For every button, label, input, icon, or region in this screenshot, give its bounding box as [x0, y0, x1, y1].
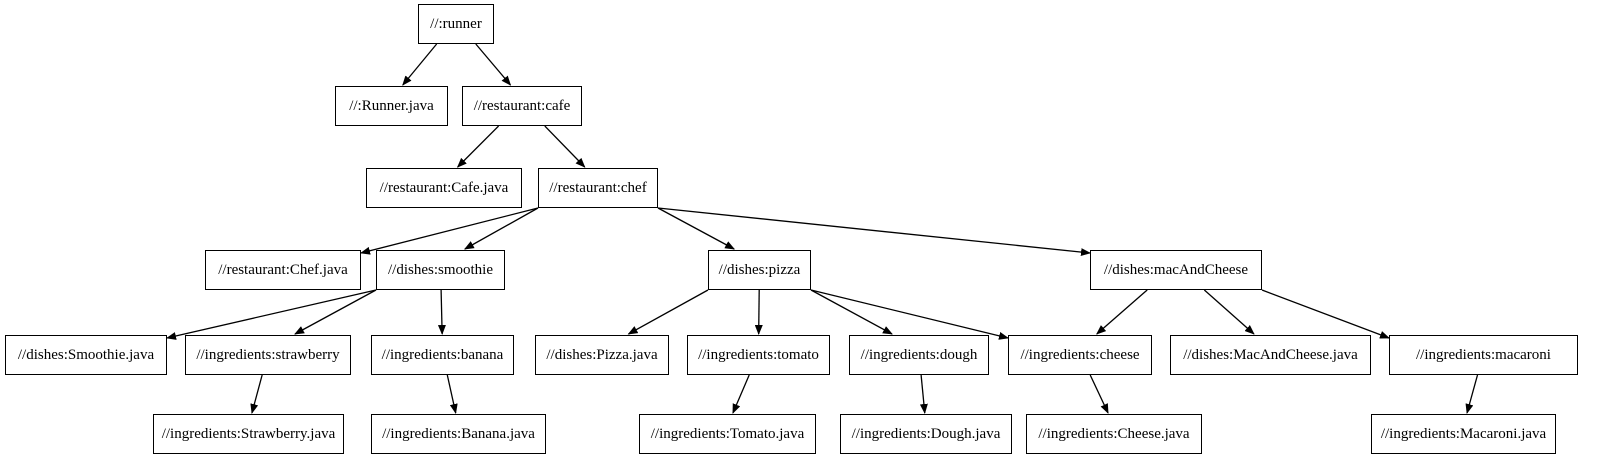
graph-edge-dishes_smoothie-to-ing_strawberry	[294, 289, 377, 335]
graph-node-mac_java[interactable]: //dishes:MacAndCheese.java	[1170, 335, 1371, 375]
graph-edge-dishes_mac-to-ing_macaroni	[1261, 289, 1390, 339]
graph-node-label: //ingredients:Macaroni.java	[1380, 425, 1547, 442]
graph-edge-restaurant_chef-to-dishes_mac	[657, 207, 1091, 257]
graph-node-label: //dishes:MacAndCheese.java	[1183, 346, 1358, 363]
graph-node-dishes_smoothie[interactable]: //dishes:smoothie	[376, 250, 505, 290]
graph-node-ing_macaroni[interactable]: //ingredients:macaroni	[1389, 335, 1578, 375]
graph-edge-runner-to-restaurant_cafe	[475, 43, 512, 86]
graph-node-banana_java[interactable]: //ingredients:Banana.java	[371, 414, 546, 454]
graph-node-runner[interactable]: //:runner	[418, 4, 494, 44]
graph-node-label: //restaurant:Chef.java	[218, 261, 348, 278]
graph-node-restaurant_chef[interactable]: //restaurant:chef	[538, 168, 658, 208]
graph-edge-ing_tomato-to-tomato_java	[732, 374, 750, 414]
graph-node-restaurant_cafe[interactable]: //restaurant:cafe	[462, 86, 582, 126]
graph-edge-dishes_smoothie-to-ing_banana	[437, 289, 446, 335]
graph-node-label: //dishes:smoothie	[388, 261, 493, 278]
graph-edge-ing_banana-to-banana_java	[446, 374, 458, 414]
graph-node-ing_dough[interactable]: //ingredients:dough	[849, 335, 989, 375]
graph-node-label: //ingredients:Strawberry.java	[161, 425, 336, 442]
graph-edge-ing_macaroni-to-macaroni_java	[1465, 374, 1479, 414]
graph-node-ing_cheese[interactable]: //ingredients:cheese	[1008, 335, 1152, 375]
graph-edge-dishes_mac-to-ing_cheese	[1096, 289, 1148, 335]
graph-node-label: //:runner	[430, 15, 482, 32]
graph-node-label: //ingredients:strawberry	[196, 346, 340, 363]
graph-node-dough_java[interactable]: //ingredients:Dough.java	[840, 414, 1012, 454]
graph-node-strawberry_java[interactable]: //ingredients:Strawberry.java	[153, 414, 344, 454]
graph-node-tomato_java[interactable]: //ingredients:Tomato.java	[639, 414, 816, 454]
graph-node-chef_java[interactable]: //restaurant:Chef.java	[205, 250, 361, 290]
graph-node-dishes_mac[interactable]: //dishes:macAndCheese	[1090, 250, 1262, 290]
graph-node-label: //ingredients:Cheese.java	[1038, 425, 1190, 442]
graph-edge-dishes_mac-to-mac_java	[1203, 289, 1255, 335]
graph-node-label: //ingredients:Dough.java	[851, 425, 1001, 442]
graph-node-label: //ingredients:banana	[381, 346, 504, 363]
graph-node-pizza_java[interactable]: //dishes:Pizza.java	[535, 335, 669, 375]
graph-edge-restaurant_chef-to-dishes_pizza	[657, 207, 736, 250]
graph-node-label: //ingredients:tomato	[698, 346, 819, 363]
graph-node-label: //dishes:Pizza.java	[546, 346, 658, 363]
graph-node-runner_java[interactable]: //:Runner.java	[335, 86, 448, 126]
graph-node-smoothie_java[interactable]: //dishes:Smoothie.java	[5, 335, 167, 375]
graph-edge-restaurant_chef-to-dishes_smoothie	[464, 207, 539, 250]
graph-edge-runner-to-runner_java	[402, 43, 438, 86]
graph-node-label: //dishes:macAndCheese	[1103, 261, 1249, 278]
graph-node-label: //ingredients:macaroni	[1416, 346, 1551, 363]
graph-node-label: //ingredients:Tomato.java	[650, 425, 805, 442]
graph-edge-dishes_pizza-to-ing_cheese	[810, 289, 1009, 340]
graph-edge-ing_dough-to-dough_java	[919, 374, 928, 414]
graph-edge-dishes_pizza-to-pizza_java	[627, 289, 709, 335]
graph-node-label: //ingredients:dough	[860, 346, 978, 363]
graph-edge-dishes_pizza-to-ing_dough	[810, 289, 893, 335]
graph-edge-restaurant_cafe-to-restaurant_chef	[544, 125, 586, 168]
graph-edge-dishes_smoothie-to-smoothie_java	[166, 289, 377, 340]
graph-node-label: //restaurant:chef	[549, 179, 647, 196]
graph-node-ing_tomato[interactable]: //ingredients:tomato	[687, 335, 830, 375]
graph-node-label: //dishes:Smoothie.java	[17, 346, 155, 363]
graph-node-label: //restaurant:Cafe.java	[379, 179, 509, 196]
graph-node-macaroni_java[interactable]: //ingredients:Macaroni.java	[1371, 414, 1556, 454]
graph-node-ing_strawberry[interactable]: //ingredients:strawberry	[185, 335, 351, 375]
graph-edge-ing_cheese-to-cheese_java	[1089, 374, 1109, 414]
graph-node-label: //dishes:pizza	[718, 261, 801, 278]
graph-node-ing_banana[interactable]: //ingredients:banana	[371, 335, 514, 375]
graph-node-cheese_java[interactable]: //ingredients:Cheese.java	[1026, 414, 1202, 454]
graph-edge-dishes_pizza-to-ing_tomato	[754, 289, 763, 335]
graph-node-dishes_pizza[interactable]: //dishes:pizza	[708, 250, 811, 290]
graph-edge-restaurant_cafe-to-cafe_java	[456, 125, 500, 168]
graph-edge-restaurant_chef-to-chef_java	[360, 207, 539, 255]
graph-node-label: //restaurant:cafe	[473, 97, 571, 114]
graph-edge-ing_strawberry-to-strawberry_java	[250, 374, 263, 414]
graph-node-label: //ingredients:Banana.java	[382, 425, 535, 442]
graph-node-label: //ingredients:cheese	[1020, 346, 1140, 363]
graph-node-cafe_java[interactable]: //restaurant:Cafe.java	[366, 168, 522, 208]
graph-node-label: //:Runner.java	[349, 97, 434, 114]
